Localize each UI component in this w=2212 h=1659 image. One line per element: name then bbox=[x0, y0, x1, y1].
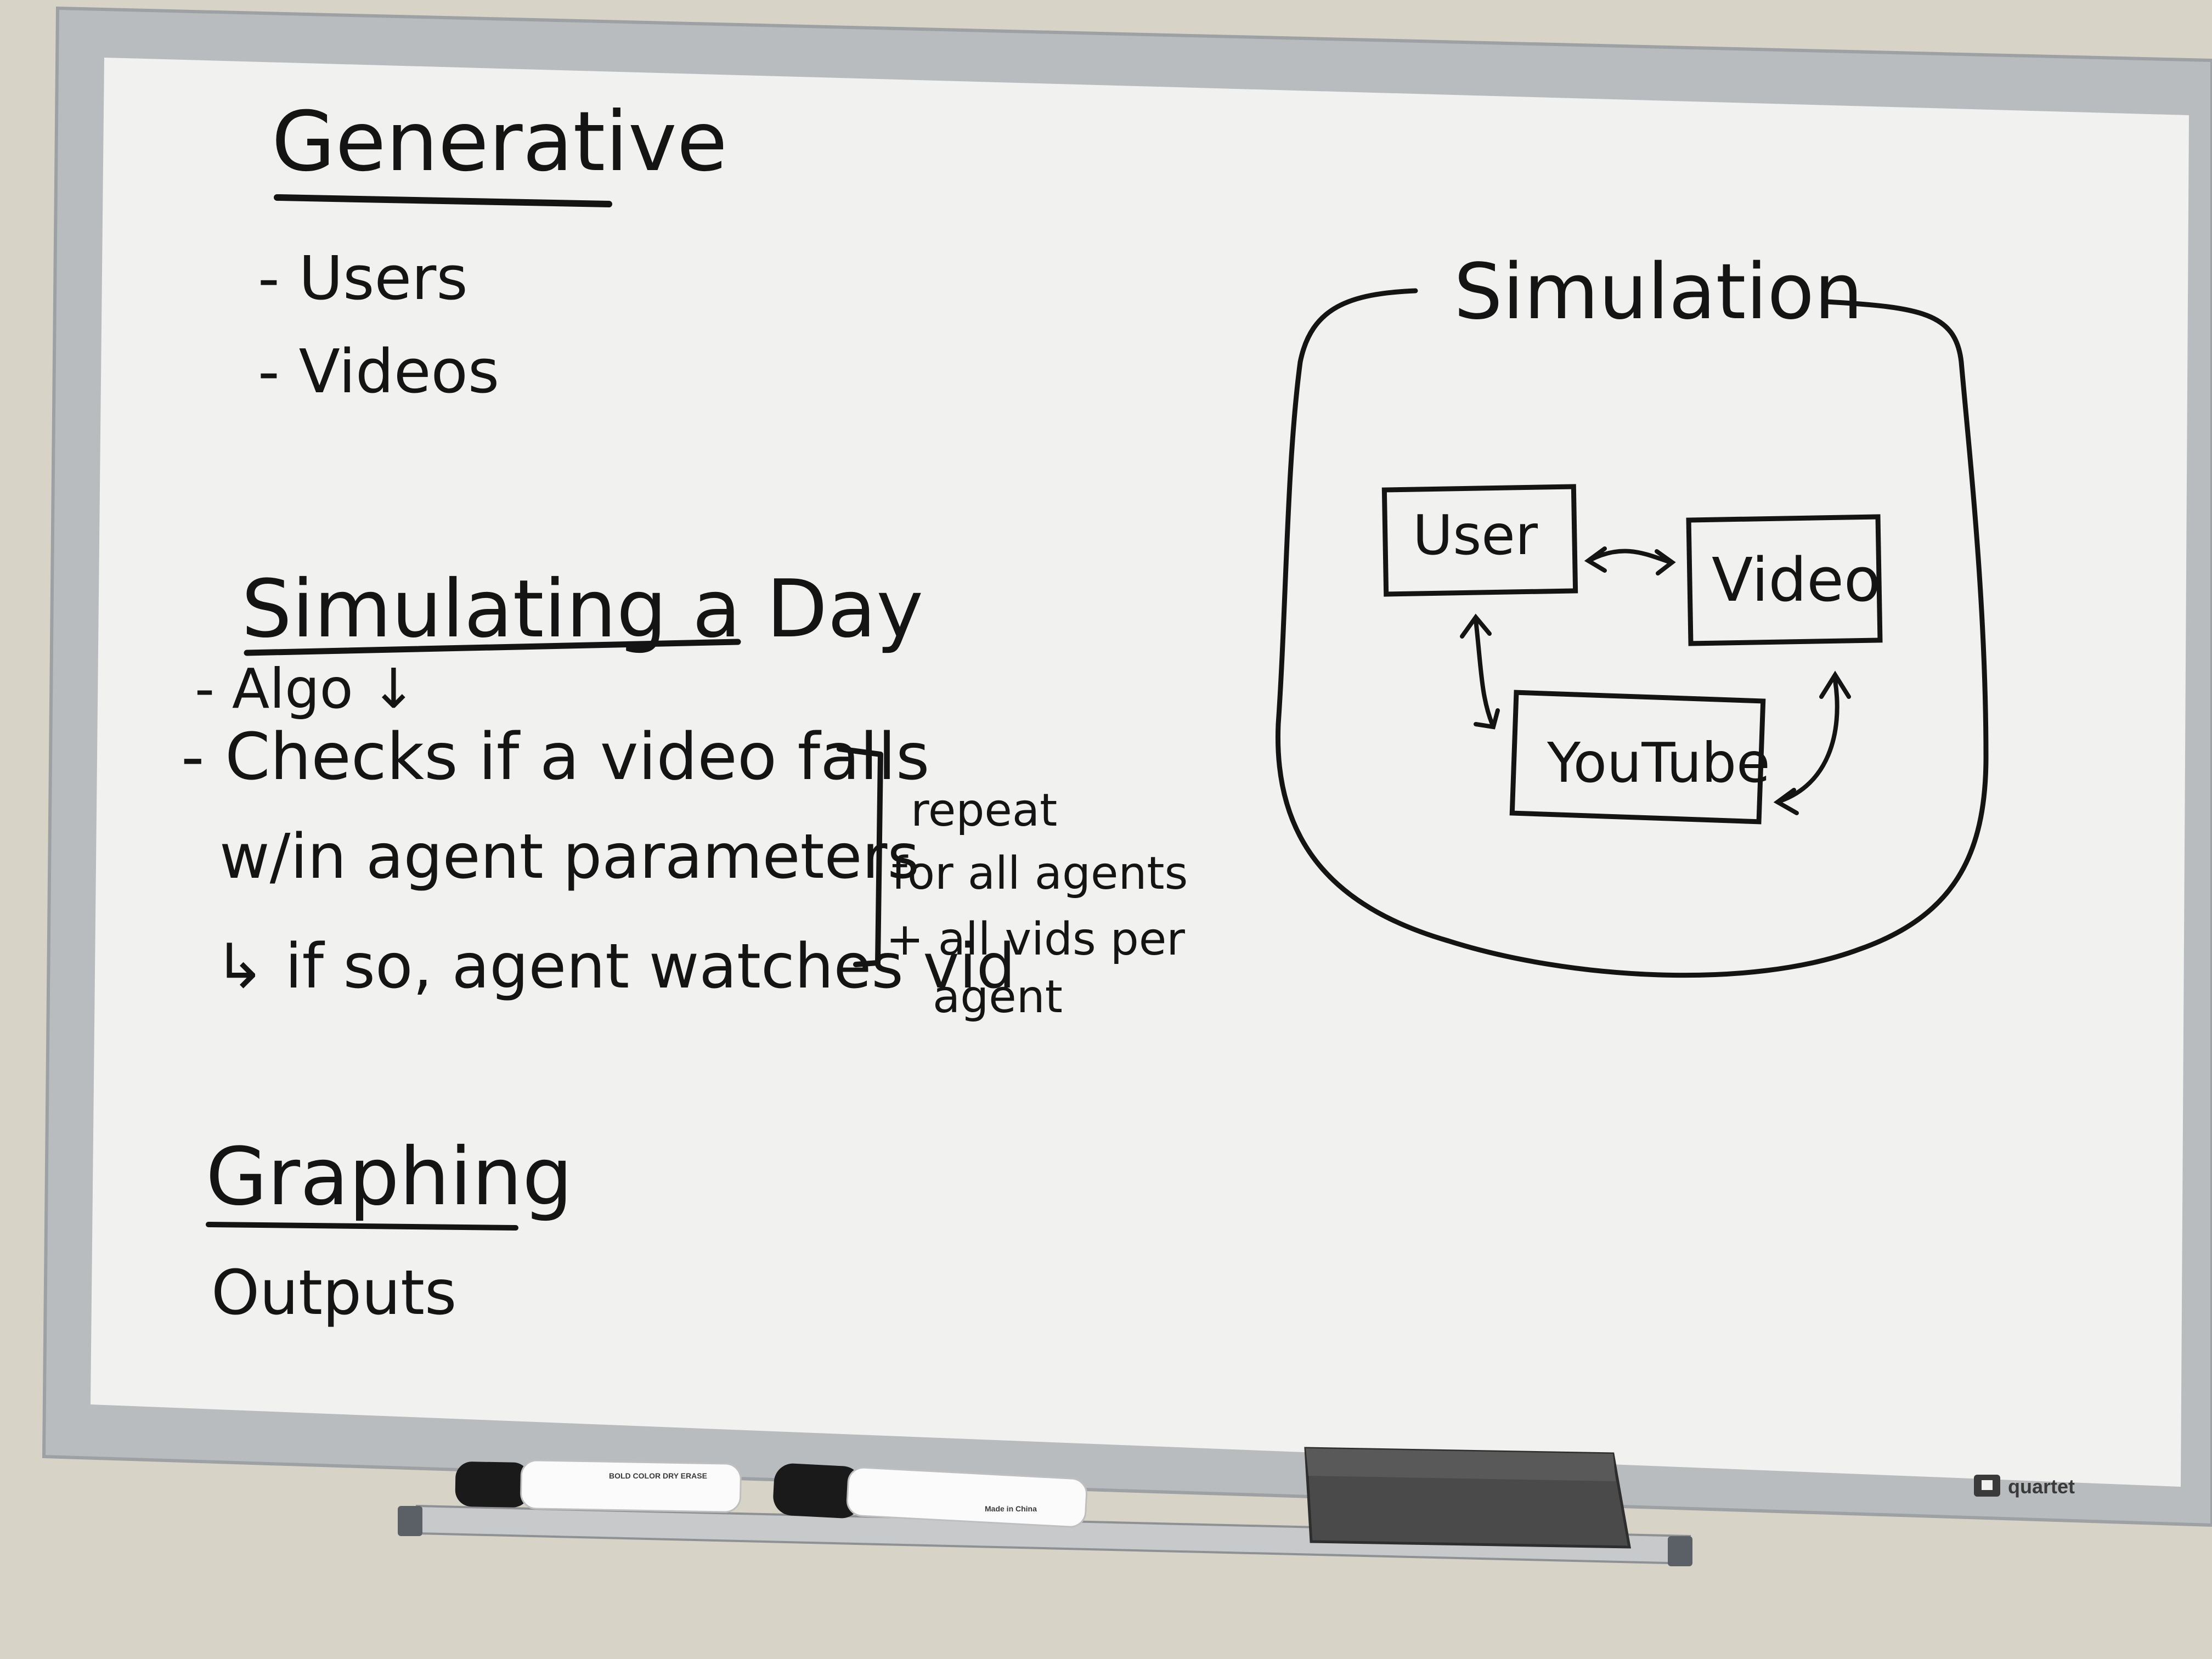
board-surface bbox=[91, 58, 2189, 1487]
simulation-title: Simulation bbox=[1454, 247, 1863, 337]
arrow-user-video bbox=[1584, 546, 1676, 575]
simulating-line-algo: - Algo ↓ bbox=[195, 657, 416, 721]
repeat-bracket bbox=[837, 746, 883, 967]
eraser-icon[interactable] bbox=[1304, 1447, 1631, 1549]
generative-item-users: - Users bbox=[258, 243, 468, 313]
note-line-2: for all agents bbox=[891, 848, 1188, 900]
quartet-logo-icon: quartet bbox=[1974, 1475, 2075, 1498]
brand-label: quartet bbox=[2008, 1475, 2075, 1498]
note-line-4: agent bbox=[933, 971, 1063, 1023]
arrow-user-youtube bbox=[1460, 613, 1500, 730]
node-youtube-label: YouTube bbox=[1547, 731, 1770, 795]
simulating-line-ifso: ↳ if so, agent watches vid bbox=[214, 931, 1015, 1002]
simulating-line-checks: - Checks if a video falls bbox=[181, 719, 929, 794]
node-user: User bbox=[1381, 484, 1578, 597]
generative-title: Generative bbox=[272, 94, 727, 190]
marker-1[interactable]: BOLD COLOR DRY ERASE bbox=[455, 1459, 742, 1513]
graphing-item-outputs: Outputs bbox=[211, 1257, 456, 1329]
simulating-line-within: w/in agent parameters bbox=[219, 821, 919, 893]
arrow-youtube-video bbox=[1773, 670, 1851, 815]
graphing-underline bbox=[206, 1222, 518, 1231]
simulation-blob bbox=[1275, 288, 1989, 978]
simulating-title: Simulating a Day bbox=[241, 563, 923, 656]
node-video-label: Video bbox=[1712, 545, 1881, 615]
generative-underline bbox=[274, 194, 612, 207]
node-user-label: User bbox=[1413, 503, 1538, 567]
marker-2-label: Made in China bbox=[985, 1504, 1037, 1513]
marker-1-label: BOLD COLOR DRY ERASE bbox=[609, 1471, 707, 1480]
graphing-title: Graphing bbox=[206, 1131, 573, 1223]
note-line-1: repeat bbox=[911, 785, 1057, 837]
simulating-underline bbox=[244, 639, 741, 656]
node-youtube: YouTube bbox=[1509, 690, 1770, 825]
marker-2[interactable]: Made in China bbox=[772, 1463, 1088, 1528]
note-line-3: + all vids per bbox=[886, 913, 1185, 966]
marker-tray bbox=[398, 1504, 1692, 1566]
node-video: Video bbox=[1686, 514, 1883, 646]
generative-item-videos: - Videos bbox=[258, 336, 499, 407]
